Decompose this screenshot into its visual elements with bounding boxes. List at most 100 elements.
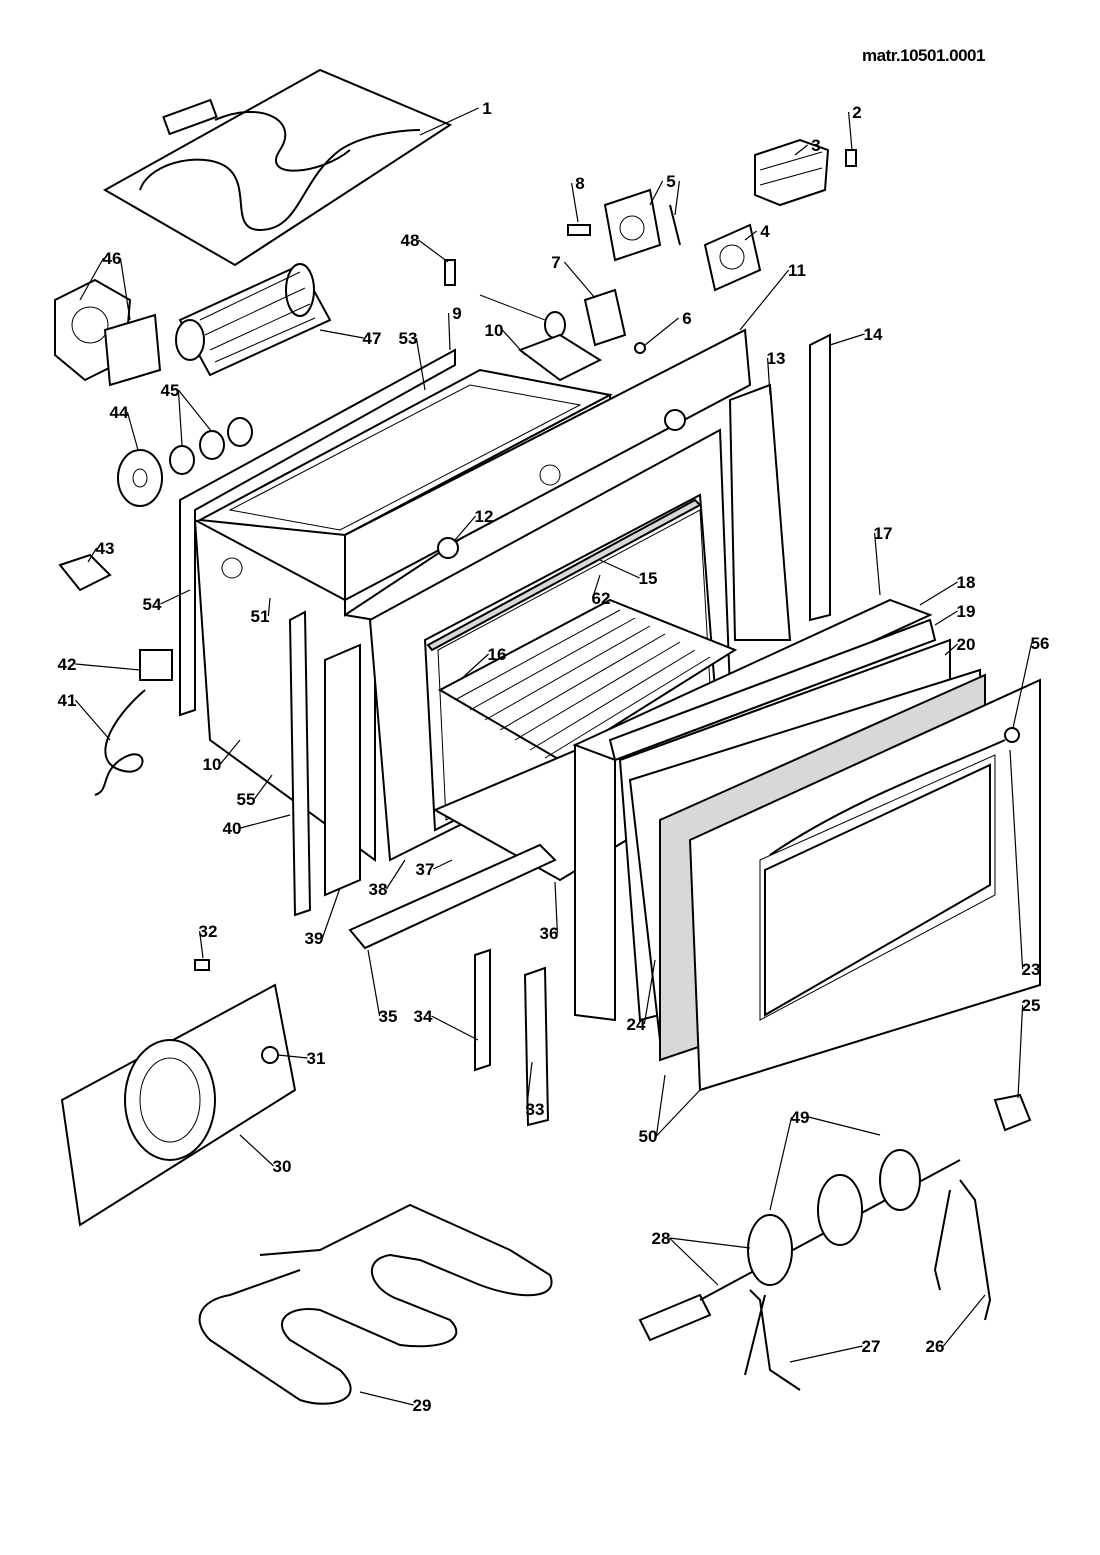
leader-line	[419, 107, 479, 136]
leader-line	[75, 663, 141, 671]
leader-line	[1009, 749, 1024, 970]
hinge-receiver	[523, 966, 550, 1127]
part-number-label: 46	[103, 249, 122, 268]
leader-line	[942, 1294, 986, 1347]
leader-line	[385, 859, 406, 890]
part-number-label: 7	[551, 253, 560, 272]
part-number-label: 24	[627, 1015, 646, 1034]
leader-line	[431, 1015, 479, 1041]
leader-line	[592, 574, 601, 599]
part-number-label: 32	[199, 922, 218, 941]
part-number-label: 35	[379, 1007, 398, 1026]
part-number-label: 55	[237, 790, 256, 809]
part-number-label: 30	[273, 1157, 292, 1176]
socket-plate	[703, 223, 762, 292]
leader-line	[126, 411, 139, 451]
door-assembly	[572, 598, 1041, 1092]
oven-rack	[437, 598, 738, 762]
leader-line	[789, 1345, 863, 1363]
part-number-label: 1	[482, 99, 491, 118]
part-number-label: 11	[788, 261, 806, 280]
leader-line	[829, 333, 865, 346]
leader-line	[643, 959, 656, 1025]
leader-line	[319, 329, 364, 339]
leader-line	[459, 653, 490, 681]
part-number-label: 50	[639, 1127, 658, 1146]
leader-line	[240, 814, 291, 829]
top-heating-element	[102, 68, 453, 267]
part-number-label: 5	[666, 172, 675, 191]
part-number-label: 23	[1022, 960, 1041, 979]
part-number-label: 8	[575, 174, 584, 193]
leader-line	[655, 1074, 666, 1137]
part-drawings	[54, 68, 1041, 1405]
leader-line	[655, 1089, 701, 1137]
part-number-label: 37	[416, 860, 435, 879]
part-number-label: 2	[852, 103, 861, 122]
leader-line	[668, 1237, 719, 1286]
leader-line	[769, 1116, 793, 1211]
leader-line	[563, 261, 596, 299]
part-number-label: 26	[926, 1337, 945, 1356]
drawing-reference-code: matr.10501.0001	[862, 46, 985, 65]
leader-line	[359, 1391, 414, 1406]
rear-panel	[60, 983, 297, 1227]
part-number-label: 42	[58, 655, 77, 674]
part-number-label: 14	[864, 325, 883, 344]
part-number-label: 3	[811, 136, 820, 155]
leader-line	[571, 182, 579, 223]
part-number-label: 16	[488, 645, 507, 664]
part-number-label: 49	[791, 1108, 810, 1127]
tangential-fan	[175, 263, 332, 377]
leader-line	[219, 739, 241, 765]
leader-line	[848, 111, 853, 151]
part-number-label: 40	[223, 819, 242, 838]
side-panels	[288, 333, 831, 917]
leader-line	[177, 389, 213, 433]
part-number-label: 13	[767, 349, 786, 368]
bottom-heating-element	[198, 1203, 553, 1405]
terminal-block	[754, 138, 830, 207]
part-number-label: 31	[307, 1049, 326, 1068]
screw	[845, 149, 857, 167]
leader-line	[767, 357, 771, 396]
part-number-label: 29	[413, 1396, 432, 1415]
leader-line	[874, 532, 881, 596]
leader-line	[644, 317, 679, 346]
part-number-label: 9	[452, 304, 461, 323]
lamp-holder	[567, 224, 591, 236]
leader-line	[454, 515, 477, 541]
bottom-rail	[348, 843, 557, 950]
leader-line	[919, 581, 958, 606]
thermostat	[603, 188, 681, 262]
rotisserie-assembly	[638, 1149, 992, 1391]
part-number-label: 47	[363, 329, 382, 348]
leader-line	[554, 881, 558, 934]
part-number-label: 15	[639, 569, 658, 588]
part-number-label: 27	[862, 1337, 881, 1356]
leader-line	[501, 329, 526, 356]
leader-line	[253, 774, 273, 800]
leader-line	[448, 312, 451, 351]
leader-line	[934, 610, 958, 626]
lamp-assembly	[169, 417, 253, 475]
part-number-label: 56	[1031, 634, 1050, 653]
leader-line	[1012, 642, 1033, 729]
part-number-label: 38	[369, 880, 388, 899]
rotisserie-motor	[993, 1093, 1032, 1132]
leader-line	[418, 239, 449, 263]
part-number-label: 17	[874, 524, 893, 543]
part-number-label: 18	[957, 573, 976, 592]
leader-line	[119, 257, 131, 321]
part-number-label: 10	[203, 755, 222, 774]
gasket-ring	[117, 449, 163, 507]
part-number-label: 41	[58, 691, 77, 710]
part-number-label: 48	[401, 231, 420, 250]
leader-line	[808, 1116, 881, 1136]
part-number-label: 43	[96, 539, 115, 558]
leader-line	[744, 230, 757, 241]
leader-line	[321, 887, 341, 939]
leader-line	[433, 859, 453, 870]
leader-line	[177, 389, 183, 446]
